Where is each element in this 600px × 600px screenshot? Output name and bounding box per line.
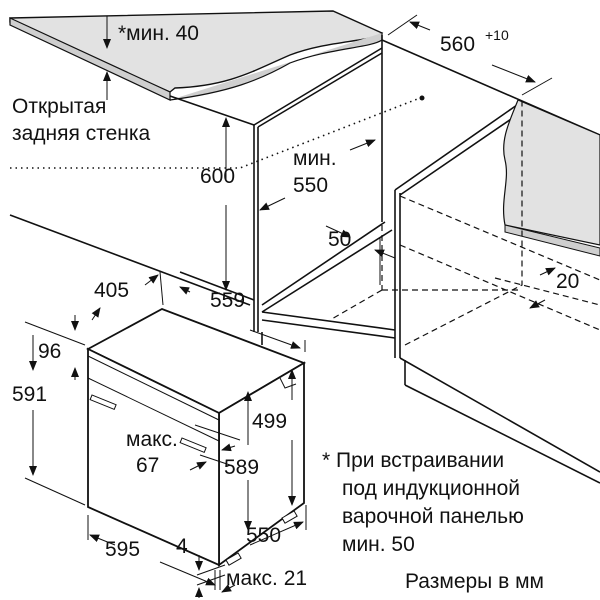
units-note: Размеры в мм — [405, 570, 544, 593]
oven-outline-dashed — [329, 100, 600, 346]
label-oven-499: 499 — [252, 410, 287, 433]
label-oven-width: 595 — [105, 538, 140, 561]
label-niche-depth-1: мин. — [293, 147, 337, 170]
label-countertop-min: *мин. 40 — [118, 22, 199, 45]
label-oven-589: 589 — [224, 456, 259, 479]
label-niche-width-tolerance: +10 — [485, 27, 509, 43]
label-oven-height: 591 — [12, 383, 47, 406]
label-vent-gap: 50 — [328, 228, 351, 251]
label-oven-405: 405 — [94, 279, 129, 302]
label-niche-width: 560 — [440, 33, 475, 56]
label-oven-4: 4 — [176, 535, 188, 558]
label-open-back-1: Открытая — [12, 95, 106, 118]
cabinet-niche — [9, 35, 600, 484]
footnote-line-4: мин. 50 — [342, 533, 415, 556]
oven-handle-right — [179, 437, 207, 454]
label-handle-max-1: макс. — [126, 428, 178, 451]
label-oven-96: 96 — [38, 340, 61, 363]
label-oven-depth: 550 — [246, 524, 281, 547]
label-handle-max-2: 67 — [136, 454, 159, 477]
dimension-lines — [24, 14, 556, 598]
footnote-line-3: варочной панелью — [342, 505, 524, 528]
oven — [86, 308, 307, 567]
countertop-right — [502, 99, 600, 257]
label-oven-559: 559 — [210, 289, 245, 312]
label-open-back-2: задняя стенка — [12, 122, 151, 145]
label-niche-depth-2: 550 — [293, 174, 328, 197]
label-niche-height: 600 — [200, 165, 235, 188]
label-panel-offset: 20 — [556, 270, 579, 293]
countertop-left — [9, 10, 384, 101]
label-front-max: макс. 21 — [226, 567, 307, 590]
footnote-line-2: под индукционной — [342, 477, 520, 500]
footnote-line-1: * При встраивании — [322, 449, 504, 472]
oven-handle-left — [89, 394, 117, 411]
